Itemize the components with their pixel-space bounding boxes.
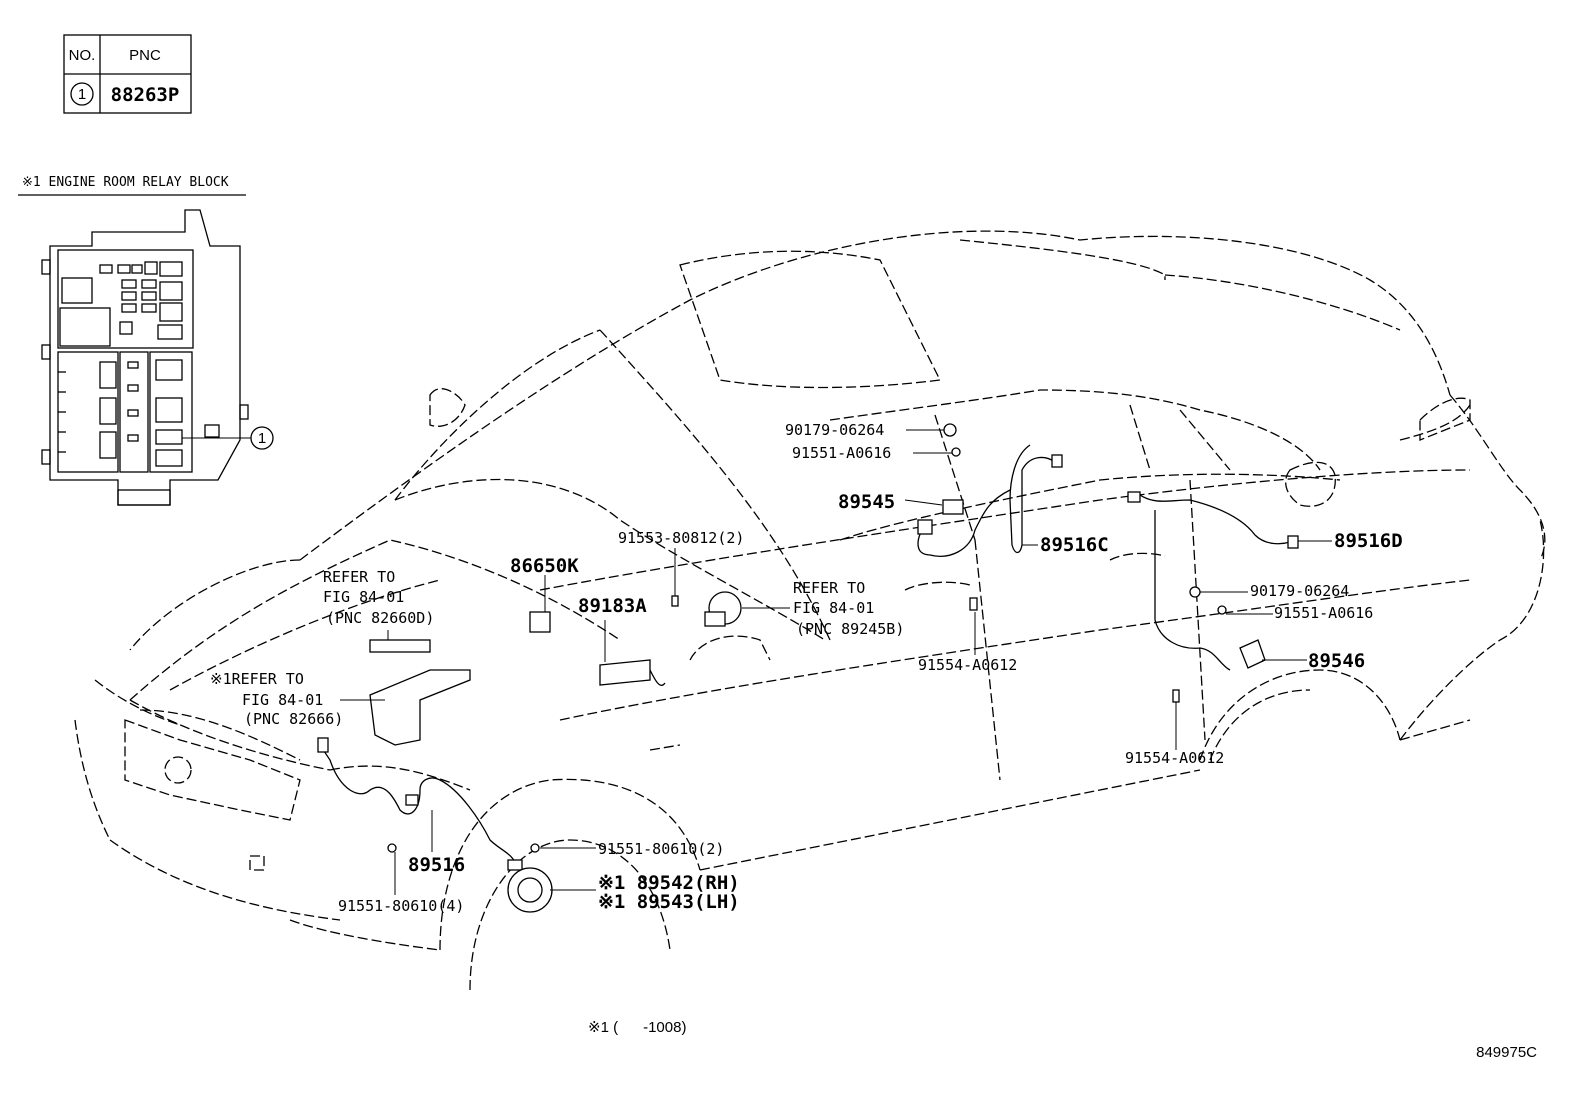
table-row-pnc: 88263P xyxy=(111,84,180,106)
label-86650K: 86650K xyxy=(510,555,579,577)
relay-callout-number: 1 xyxy=(258,430,266,447)
label-refer3-line3: (PNC 89245B) xyxy=(796,620,904,638)
label-89183A: 89183A xyxy=(578,595,647,617)
footnote: ※1 ( -1008) xyxy=(588,1019,686,1036)
relay-block-title: ※1 ENGINE ROOM RELAY BLOCK xyxy=(22,175,229,190)
label-91551-80610-2: 91551-80610(2) xyxy=(598,840,724,858)
table-header-no: NO. xyxy=(69,47,96,64)
relay-block: ※1 ENGINE ROOM RELAY BLOCK xyxy=(18,175,274,506)
part-89546-shape xyxy=(1239,639,1266,669)
label-90179-06264-rear: 90179-06264 xyxy=(1250,582,1349,600)
label-90179-06264-front: 90179-06264 xyxy=(785,421,884,439)
label-89542: ※1 89542(RH) xyxy=(598,872,740,894)
label-91554-A0612-front: 91554-A0612 xyxy=(918,656,1017,674)
car-outline xyxy=(74,230,1546,991)
label-91554-A0612-rear: 91554-A0612 xyxy=(1125,749,1224,767)
label-91551-A0616-rear: 91551-A0616 xyxy=(1274,604,1373,622)
part-89183A-shape xyxy=(599,659,651,686)
label-89545: 89545 xyxy=(838,491,895,513)
table-header-pnc: PNC xyxy=(129,47,161,64)
label-refer2-line2: FIG 84-01 xyxy=(242,691,323,709)
label-refer1-line3: (PNC 82660D) xyxy=(326,609,434,627)
label-89516D: 89516D xyxy=(1334,530,1403,552)
figure-code: 849975C xyxy=(1476,1044,1537,1061)
label-refer2-line3: (PNC 82666) xyxy=(244,710,343,728)
label-refer1-line2: FIG 84-01 xyxy=(323,588,404,606)
label-refer2-line1: ※1REFER TO xyxy=(210,670,304,688)
label-89543: ※1 89543(LH) xyxy=(598,891,740,913)
label-refer3-line1: REFER TO xyxy=(793,579,865,597)
label-refer1-line1: REFER TO xyxy=(323,568,395,586)
label-refer3-line2: FIG 84-01 xyxy=(793,599,874,617)
sensor-89542-shape xyxy=(507,867,553,913)
label-89546: 89546 xyxy=(1308,650,1365,672)
label-91553-80812: 91553-80812(2) xyxy=(618,529,744,547)
part-86650K-shape xyxy=(529,611,551,633)
part-89545-shape xyxy=(942,499,964,515)
parts-drawings xyxy=(317,423,1299,913)
label-89516C: 89516C xyxy=(1040,534,1109,556)
leader-lines xyxy=(340,429,1332,895)
table-row-no: 1 xyxy=(78,86,86,103)
label-91551-A0616-front: 91551-A0616 xyxy=(792,444,891,462)
pnc-table: NO. PNC 1 88263P xyxy=(63,34,192,114)
callout-labels: 90179-06264 91551-A0616 89545 89516C 915… xyxy=(210,421,1403,915)
label-89516: 89516 xyxy=(408,854,465,876)
label-91551-80610-4: 91551-80610(4) xyxy=(338,897,464,915)
relay-callout-circle xyxy=(250,426,274,450)
